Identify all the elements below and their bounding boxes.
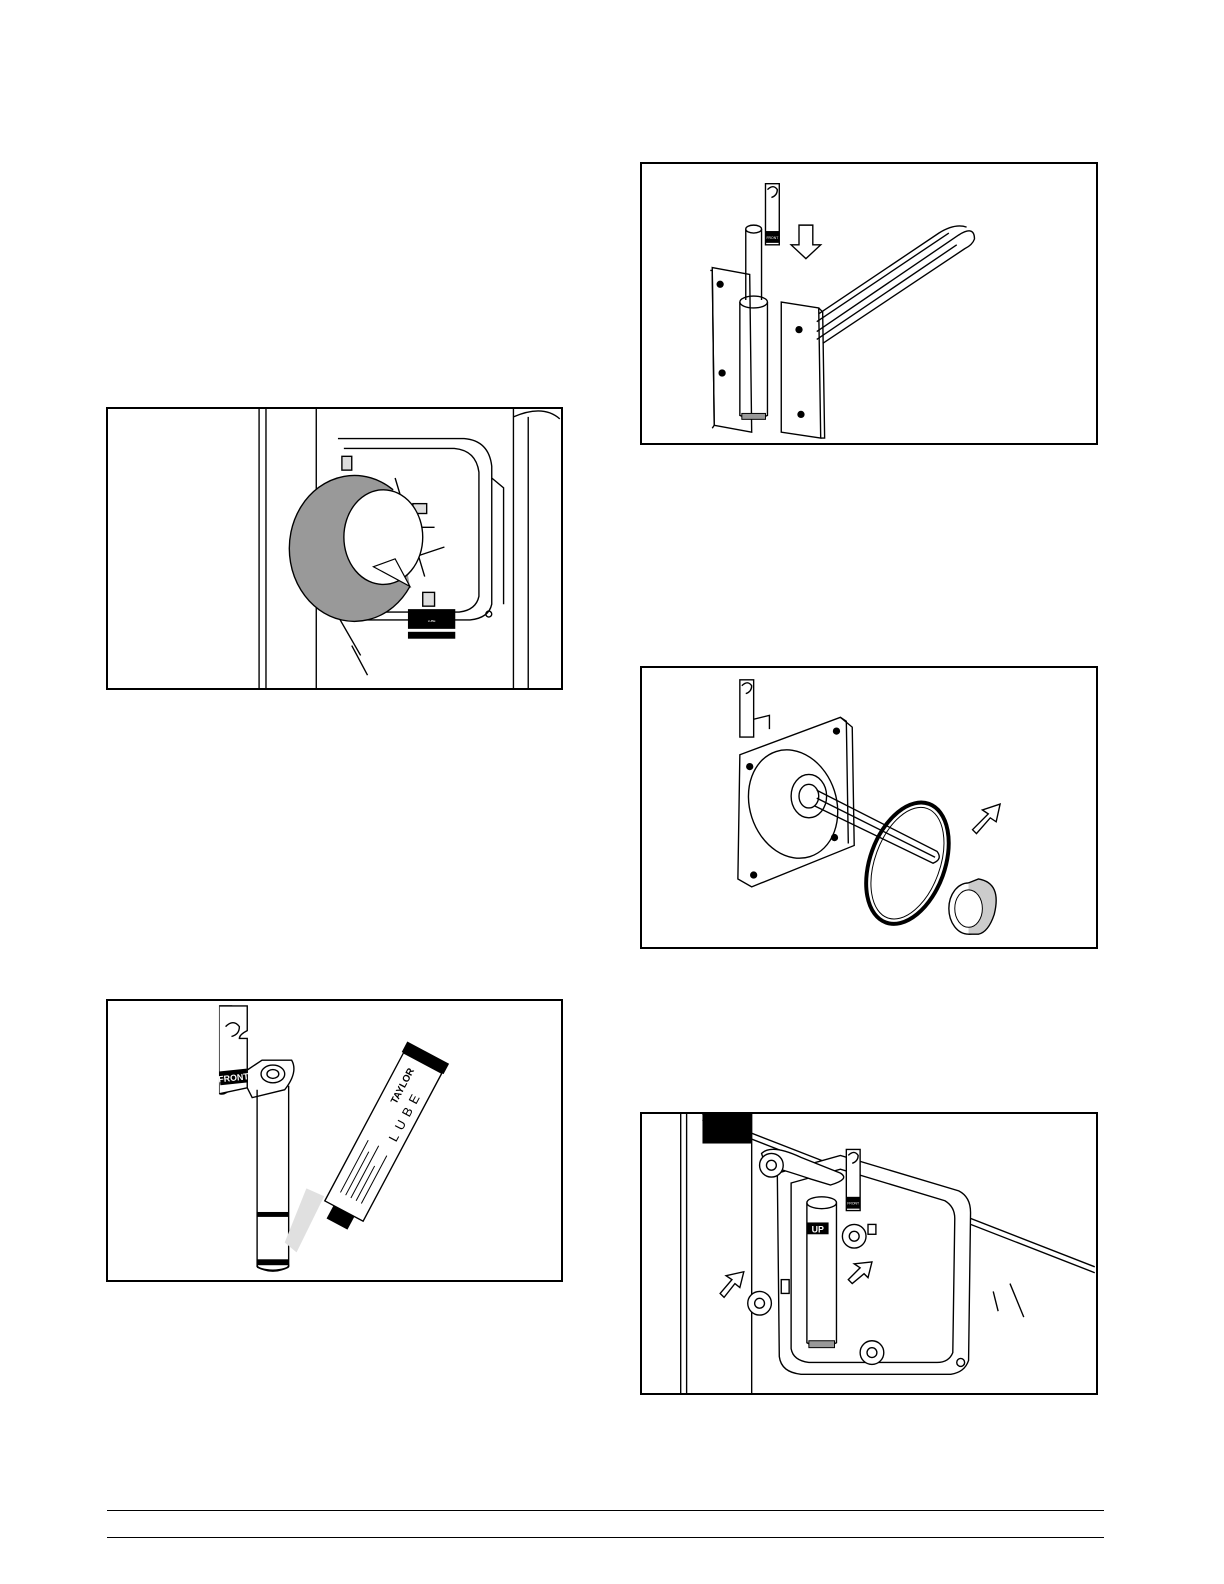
gasket-install-illustration: [642, 668, 1096, 947]
lube-tag-text: LUBE: [428, 619, 436, 623]
figure-gasket-install: [640, 666, 1098, 949]
front-tag-text: FRONT: [847, 1202, 860, 1206]
arrow-icon: [973, 804, 1001, 834]
figure-lube-application: FRONT TAYLOR LUBE: [106, 999, 563, 1282]
figure-pump-assembly: FRONT UP: [640, 1112, 1098, 1395]
lube-application-illustration: FRONT TAYLOR LUBE: [108, 1001, 561, 1280]
knob-top-left: [760, 1153, 784, 1177]
shell-bearing-illustration: LUBE: [108, 409, 561, 688]
arrow-icon-left: [720, 1272, 744, 1298]
figure-drive-shaft-install: FRONT: [640, 162, 1098, 445]
bearing-ring: [289, 475, 422, 621]
pump-assembly-illustration: FRONT UP: [642, 1114, 1096, 1393]
knob-bottom-right: [860, 1341, 884, 1365]
up-label-text: UP: [812, 1224, 824, 1234]
footer-rule-top: [107, 1510, 1104, 1511]
lube-tag: LUBE: [407, 609, 456, 639]
bearing-cup: [949, 879, 996, 934]
footer-rule-bottom: [107, 1537, 1104, 1538]
down-arrow-icon: [791, 225, 821, 259]
drive-shaft-illustration: FRONT: [642, 164, 1096, 443]
lube-tube: TAYLOR LUBE: [316, 1042, 449, 1236]
front-tag-text: FRONT: [766, 236, 779, 240]
figure-shell-bearing: LUBE: [106, 407, 563, 690]
